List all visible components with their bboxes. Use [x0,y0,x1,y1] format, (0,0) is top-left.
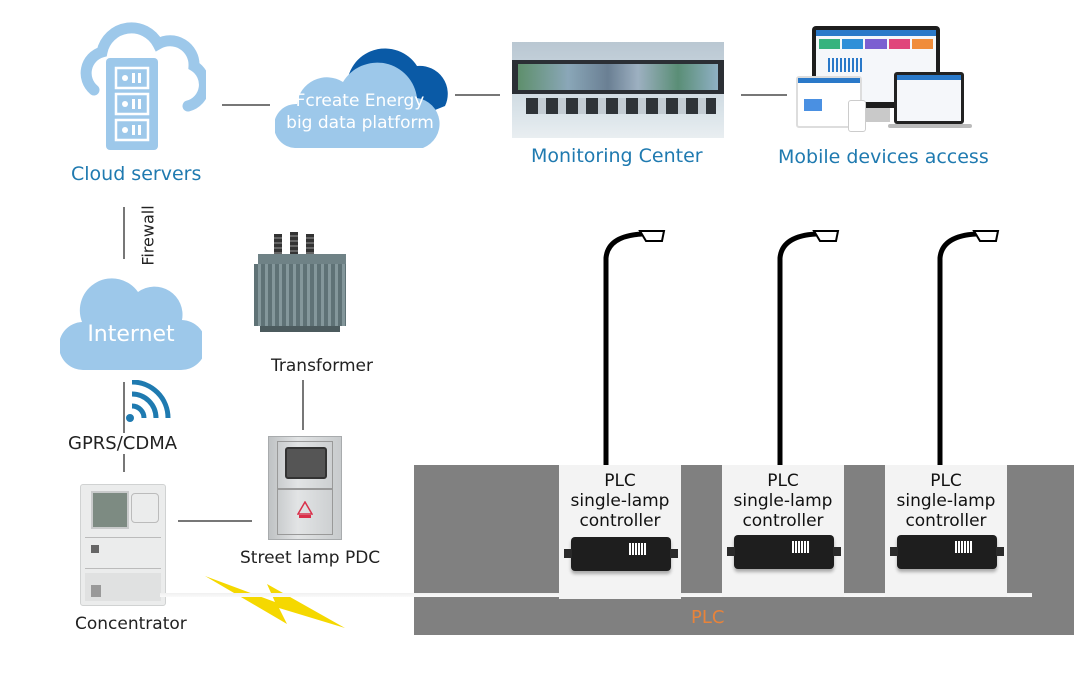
platform-label-line1: Fcreate Energy [295,91,425,111]
cloud-icon [273,48,448,148]
firewall-label: Firewall [138,205,158,266]
transformer-label: Transformer [271,356,374,376]
big-data-platform-node: Fcreate Energy big data platform [273,28,455,158]
barcode-icon [629,543,647,555]
controller-label-line2: single-lamp [733,491,833,511]
internet-label: Internet [87,322,175,347]
plc-ground-lower [414,597,1074,635]
phone [848,100,866,132]
warning-sign-icon [297,501,313,518]
street-lamp-icon [603,230,666,468]
link-platform-to-monitoring [455,94,500,96]
controller-device-image [727,535,841,569]
transformer-image [250,232,350,334]
plc-ground-right [1032,465,1074,597]
street-lamp-pdc-label: Street lamp PDC [240,548,381,568]
internet-node: Internet [58,272,207,374]
barcode-icon [792,541,810,553]
plc-controller-card: PLC single-lamp controller [885,465,1007,597]
controller-label-line2: single-lamp [896,491,996,511]
controller-label-line3: controller [742,511,824,531]
barcode-icon [955,541,973,553]
wireless-signal-icon [126,380,171,422]
cloud-servers-label: Cloud servers [71,163,202,185]
plc-bus-label: PLC [691,607,725,628]
controller-label-line3: controller [905,511,987,531]
monitoring-wall-image [512,42,724,138]
controller-label-line1: PLC [604,471,636,491]
link-internet-to-concentrator [123,382,125,472]
laptop [894,72,964,124]
street-lamp-icon [937,230,1000,468]
mobile-devices-label: Mobile devices access [778,146,989,168]
controller-label-line3: controller [579,511,661,531]
link-concentrator-to-pdc [178,520,252,522]
plc-controller-card: PLC single-lamp controller [722,465,844,597]
cloud-icon [58,278,207,371]
platform-label-line2: big data platform [286,113,434,133]
monitoring-center-label: Monitoring Center [531,145,703,167]
link-transformer-to-pdc [302,380,304,430]
link-monitoring-to-mobile [741,94,787,96]
concentrator-image [80,484,166,606]
controller-label-line1: PLC [930,471,962,491]
cloud-server-icon [80,22,210,150]
concentrator-label: Concentrator [75,614,187,634]
link-cloud-to-internet [123,207,125,259]
street-lamp-icon [777,230,840,468]
cloud-servers-node [66,20,210,170]
gprs-label: GPRS/CDMA [68,433,178,454]
controller-label-line1: PLC [767,471,799,491]
controller-device-image [564,537,678,571]
controller-device-image [890,535,1004,569]
controller-label-line2: single-lamp [570,491,670,511]
link-cloud-to-platform [222,104,270,106]
plc-controller-card: PLC single-lamp controller [559,465,681,599]
lightning-bolt-icon [205,576,345,628]
devices-image [796,26,974,132]
cabinet-image [268,436,342,540]
